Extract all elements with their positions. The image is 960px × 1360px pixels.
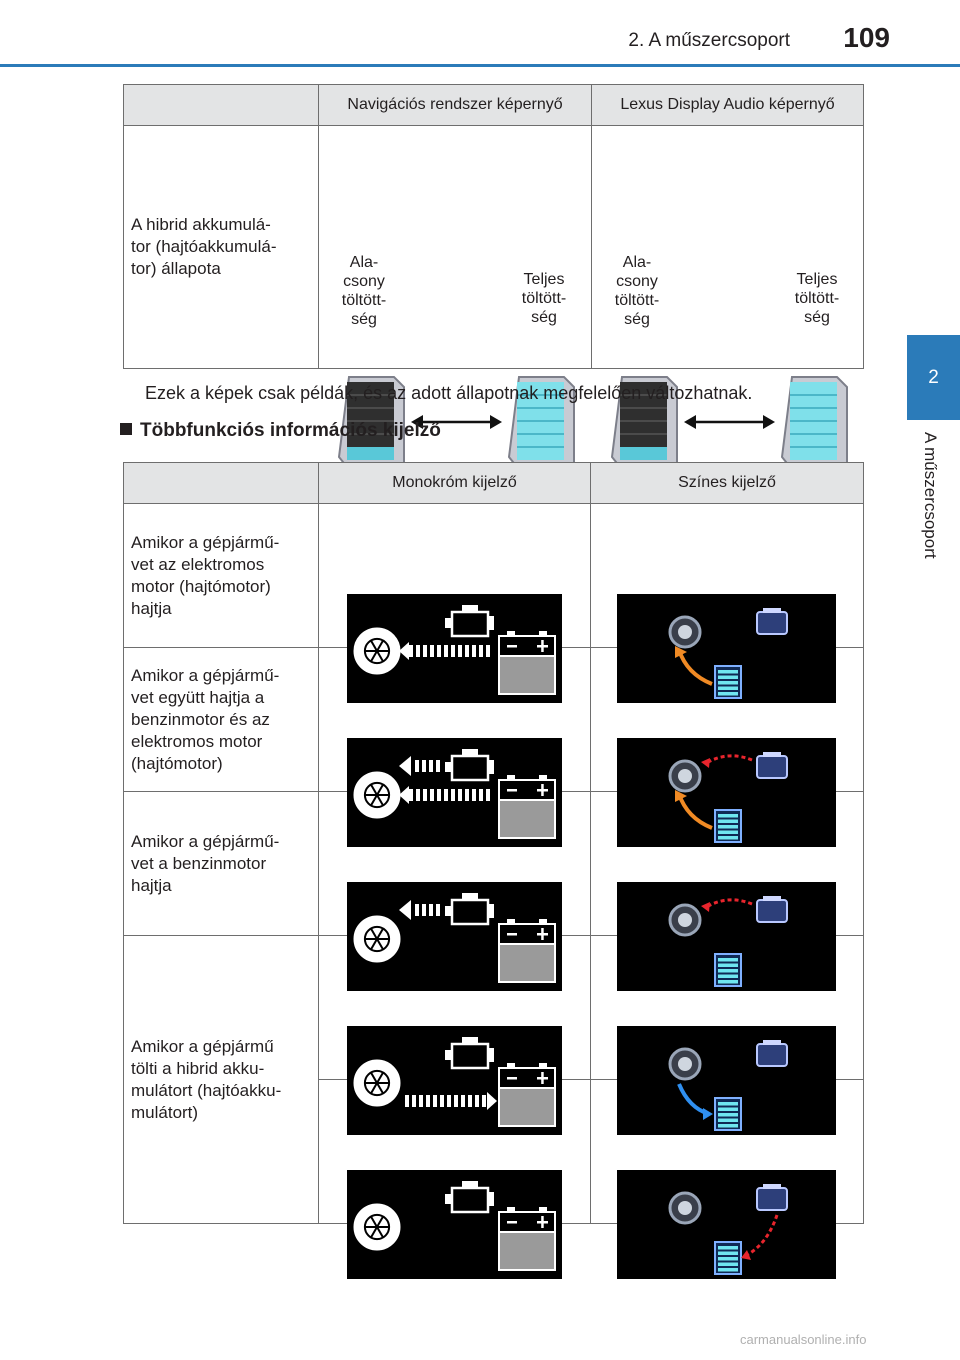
engine-to-wheel-arrow [399, 899, 440, 920]
mono-display-electric [347, 593, 562, 703]
page-number: 109 [843, 22, 890, 53]
mono-display-gasoline [347, 881, 562, 991]
square-bullet-icon [120, 423, 132, 435]
battery-state-label: A hibrid akkumulá- tor (hajtóakkumulá- t… [123, 125, 319, 369]
battery-icon [498, 630, 556, 695]
wheel-icon [353, 1203, 401, 1250]
table2-header-color: Színes kijelző [590, 462, 864, 504]
color-display-engine-charge [617, 1169, 836, 1279]
full-battery-icon [780, 376, 848, 468]
wheel-icon [668, 1191, 702, 1224]
mono-display-regen [347, 1025, 562, 1135]
mono-display-combined [347, 737, 562, 847]
battery-icon [498, 918, 556, 983]
color-display-gasoline [617, 881, 836, 991]
double-arrow-icon [411, 415, 502, 429]
battery-icon [714, 808, 742, 843]
double-arrow-icon [684, 415, 775, 429]
chapter-tab-number: 2 [907, 335, 960, 420]
mono-display-engine-charge [347, 1169, 562, 1279]
nav-battery-illustration [337, 376, 575, 468]
energy-flow-arrow [399, 785, 490, 804]
engine-icon [445, 1036, 494, 1069]
engine-icon [445, 748, 494, 781]
engine-icon [756, 1039, 788, 1067]
row-label-text: Amikor a gépjármű- vet együtt hajtja a b… [131, 665, 280, 773]
color-display-combined [617, 737, 836, 847]
table1-header-empty [123, 84, 319, 126]
engine-icon [445, 604, 494, 637]
chapter-tab-label: A műszercsoport [921, 432, 940, 559]
watermark: carmanualsonline.info [740, 1332, 867, 1347]
engine-icon [756, 1183, 788, 1211]
full-charge-label: Teljes töltött- ség [794, 271, 840, 326]
wheel-icon [353, 1059, 401, 1106]
row-label-electric: Amikor a gépjármű- vet az elektromos mot… [123, 503, 319, 648]
engine-icon [445, 892, 494, 925]
engine-icon [756, 751, 788, 779]
battery-icon [498, 1062, 556, 1127]
row-label-text: Amikor a gépjármű- vet a benzinmotor haj… [131, 831, 280, 895]
table1-header-lda: Lexus Display Audio képernyő [591, 84, 864, 126]
engine-icon [445, 1180, 494, 1213]
row-label-text: Amikor a gépjármű- vet az elektromos mot… [131, 532, 280, 618]
lda-battery-illustration [610, 376, 848, 468]
battery-icon [498, 1206, 556, 1271]
table2-header-mono: Monokróm kijelző [318, 462, 591, 504]
wheel-icon [668, 615, 702, 648]
energy-monitor-table: Monokróm kijelző Színes kijelző Amikor a… [123, 462, 864, 1279]
mono-display-cell [318, 503, 591, 703]
battery-icon [714, 1240, 742, 1275]
engine-icon [756, 607, 788, 635]
table1-header-nav: Navigációs rendszer képernyő [318, 84, 592, 126]
battery-state-table: Navigációs rendszer képernyő Lexus Displ… [123, 84, 864, 468]
wheel-icon [353, 915, 401, 962]
section-heading: Többfunkciós információs kijelző [120, 420, 441, 442]
battery-icon [498, 774, 556, 839]
battery-icon [714, 952, 742, 987]
full-charge-label: Teljes töltött- ség [521, 271, 567, 326]
chapter-title: 2. A műszercsoport [628, 30, 790, 51]
nav-battery-cell: Ala- csony töltött- ség Teljes töltött- … [318, 125, 592, 468]
row-label-charging: Amikor a gépjármű tölti a hibrid akku- m… [123, 935, 319, 1224]
table2-header-empty [123, 462, 319, 504]
wheel-icon [353, 771, 401, 818]
battery-state-label-text: A hibrid akkumulá- tor (hajtóakkumulá- t… [131, 215, 277, 278]
color-display-electric [617, 593, 836, 703]
energy-flow-arrow [405, 1091, 497, 1110]
wheel-icon [668, 759, 702, 792]
battery-icon [714, 1096, 742, 1131]
full-battery-icon [507, 376, 575, 468]
energy-flow-arrow [399, 641, 490, 660]
engine-to-wheel-arrow [399, 755, 440, 776]
engine-icon [756, 895, 788, 923]
color-display-regen [617, 1025, 836, 1135]
header-rule [0, 64, 960, 67]
battery-icon [714, 664, 742, 699]
row-label-text: Amikor a gépjármű tölti a hibrid akku- m… [131, 1036, 282, 1122]
low-charge-label: Ala- csony töltött- ség [614, 254, 660, 328]
low-charge-label: Ala- csony töltött- ség [341, 254, 387, 328]
lda-battery-cell: Ala- csony töltött- ség Teljes töltött- … [591, 125, 864, 468]
example-note: Ezek a képek csak példák, és az adott ál… [145, 383, 753, 403]
row-label-combined: Amikor a gépjármű- vet együtt hajtja a b… [123, 647, 319, 792]
wheel-icon [668, 1047, 702, 1080]
wheel-icon [668, 903, 702, 936]
section-heading-text: Többfunkciós információs kijelző [140, 420, 441, 441]
color-display-cell [590, 791, 864, 991]
row-label-gasoline: Amikor a gépjármű- vet a benzinmotor haj… [123, 791, 319, 936]
wheel-icon [353, 627, 401, 674]
color-display-cell [590, 503, 864, 703]
